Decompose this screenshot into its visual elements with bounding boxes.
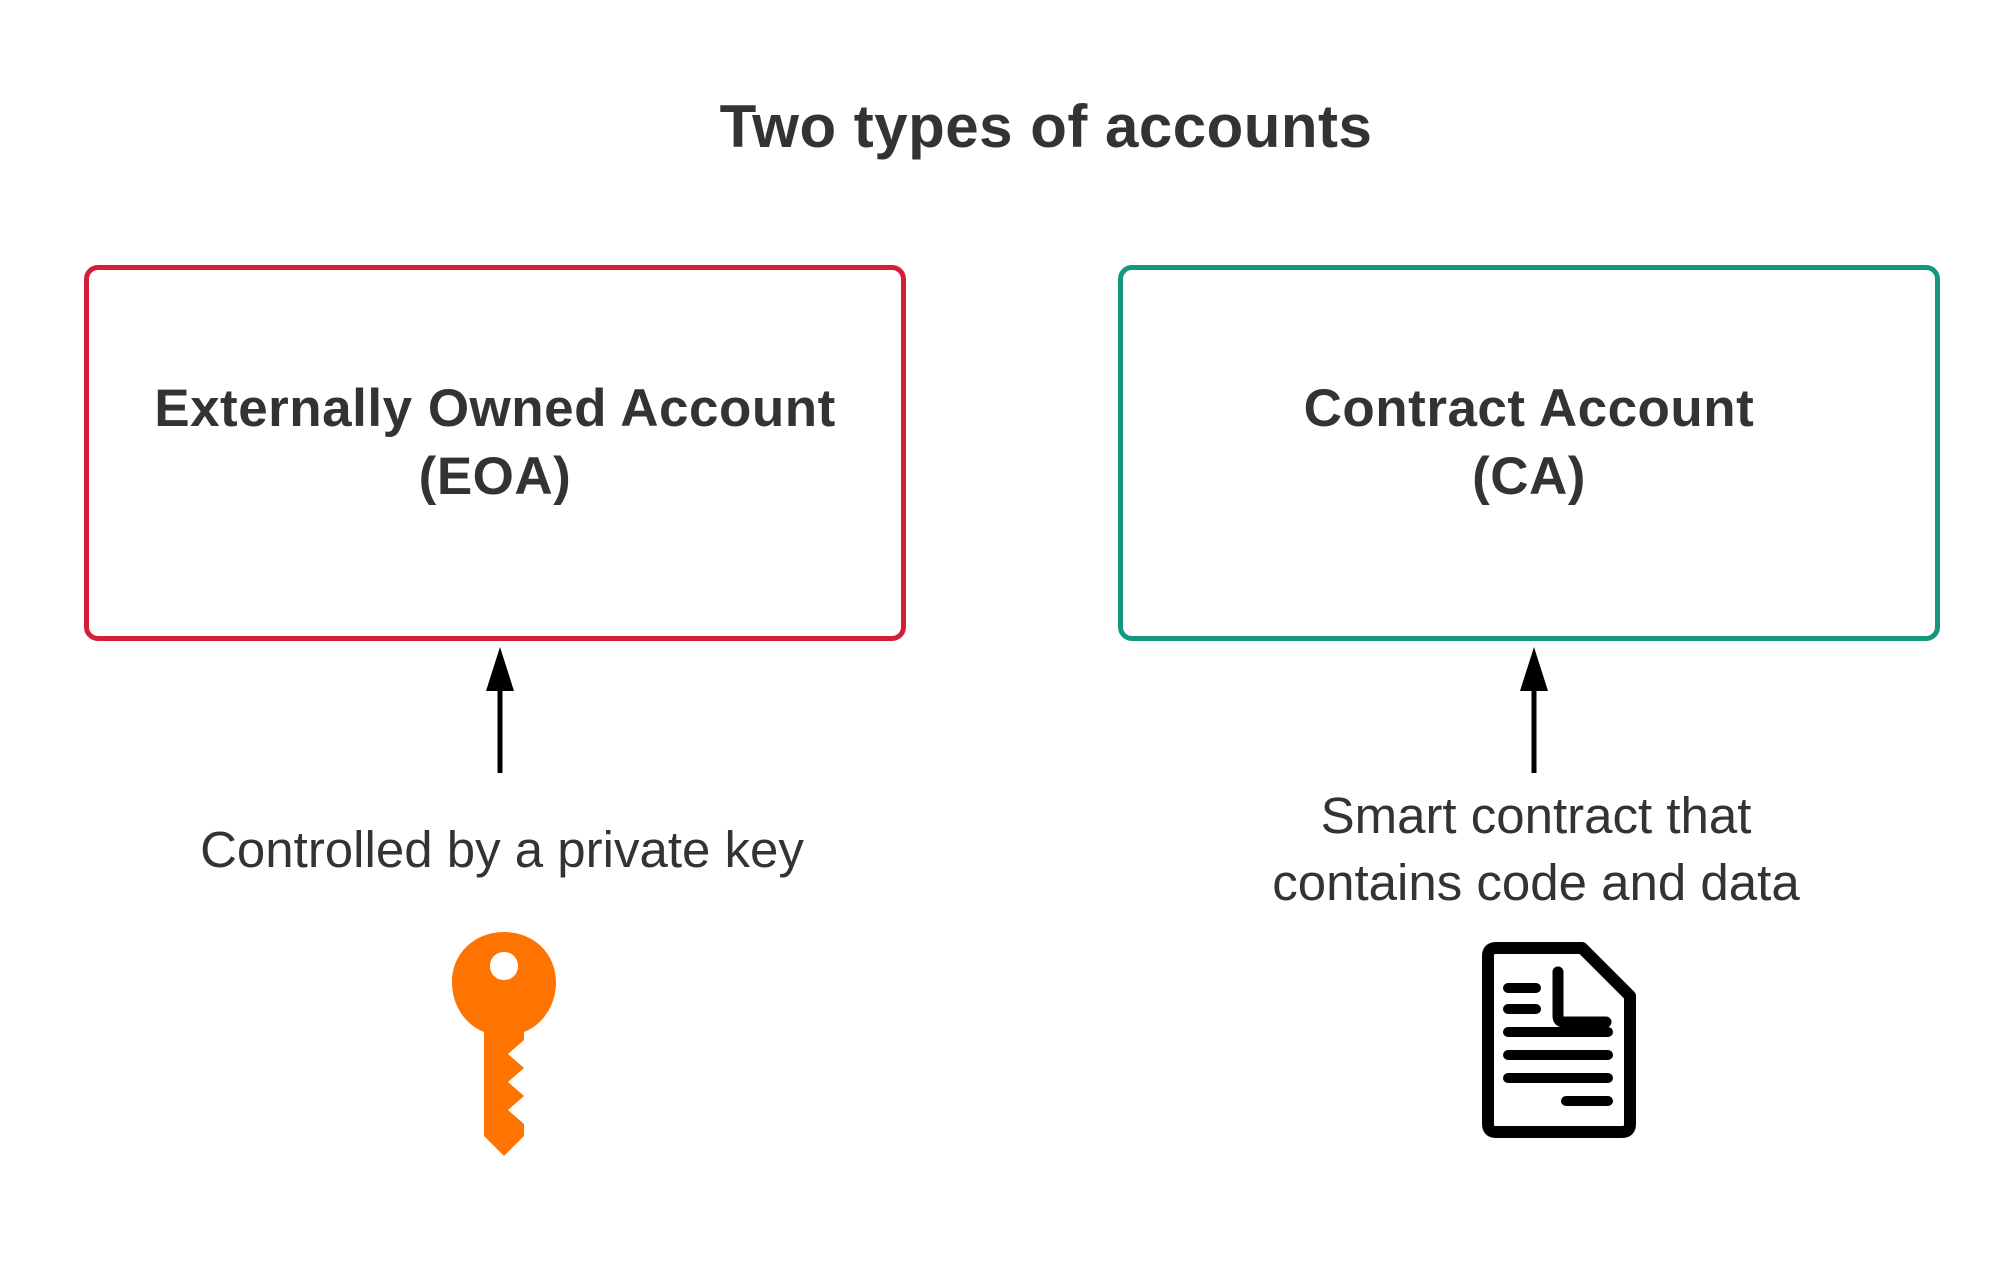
ca-box-label-line2: (CA) xyxy=(1472,447,1586,506)
eoa-box: Externally Owned Account (EOA) xyxy=(84,265,906,641)
eoa-box-label-line1: Externally Owned Account xyxy=(154,379,836,438)
ca-arrow-up xyxy=(1520,647,1548,773)
eoa-arrow-up xyxy=(486,647,514,773)
eoa-box-label-line2: (EOA) xyxy=(418,447,572,506)
ca-box-label-line1: Contract Account xyxy=(1303,379,1755,438)
key-shape xyxy=(452,932,556,1156)
diagram-title: Two types of accounts xyxy=(719,93,1373,160)
document-icon xyxy=(1482,942,1636,1138)
ca-description: Smart contract that contains code and da… xyxy=(1118,782,1954,916)
ca-box: Contract Account (CA) xyxy=(1118,265,1940,641)
eoa-description: Controlled by a private key xyxy=(84,816,920,883)
ca-description-line1: Smart contract that xyxy=(1320,787,1752,844)
eoa-description-line1: Controlled by a private key xyxy=(200,821,804,878)
ca-description-line2: contains code and data xyxy=(1272,854,1800,911)
document-outline xyxy=(1482,942,1636,1138)
document-fold-line xyxy=(1552,966,1612,1028)
key-icon xyxy=(452,932,556,1156)
